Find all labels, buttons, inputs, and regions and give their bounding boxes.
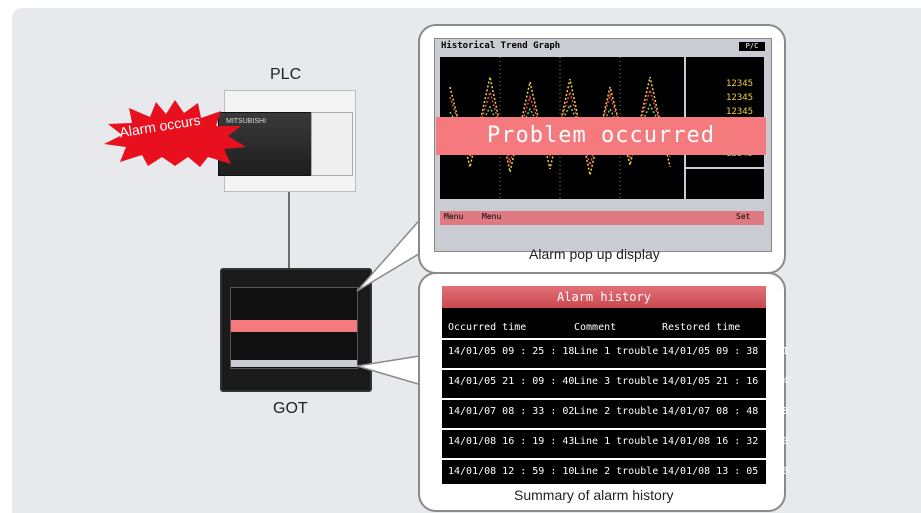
history-cell-comment: Line 3 trouble: [574, 376, 659, 387]
alarm-history-title: Alarm history: [442, 286, 766, 308]
trend-badge: P/C: [739, 42, 765, 51]
trend-title: Historical Trend Graph: [441, 41, 561, 51]
problem-popup: Problem occurred: [436, 117, 766, 155]
popup-caption: Alarm pop up display: [529, 246, 660, 262]
history-cell-comment: Line 1 trouble: [574, 346, 659, 357]
history-cell-occurred: 14/01/05 21 : 09 : 40: [448, 376, 575, 387]
plc-brand-logo: MITSUBISHI: [226, 118, 267, 125]
history-cell-occurred: 14/01/05 09 : 25 : 18: [448, 346, 575, 357]
trend-button-bar: Menu Menu Set: [440, 211, 764, 225]
plc-side-module: [311, 112, 353, 176]
trend-menu-button[interactable]: Menu: [482, 212, 502, 221]
history-header-comment: Comment: [574, 322, 617, 333]
alarm-burst-icon: [104, 100, 246, 167]
history-header-restored: Restored time: [662, 322, 741, 333]
plc-got-cable: [288, 190, 290, 268]
history-header-occurred: Occurred time: [448, 322, 527, 333]
trend-menu-button[interactable]: Menu: [444, 212, 464, 221]
trend-set-button[interactable]: Set: [736, 212, 751, 221]
got-screen-popup: [231, 320, 357, 332]
got-screen: [230, 287, 358, 369]
history-row-separator: [442, 368, 766, 370]
history-cell-comment: Line 1 trouble: [574, 436, 659, 447]
history-row-separator: [442, 398, 766, 400]
history-cell-occurred: 14/01/07 08 : 33 : 02: [448, 406, 575, 417]
trend-side-value: 12345: [726, 93, 754, 103]
history-cell-restored: 14/01/05 21 : 16 : 24: [662, 376, 789, 387]
history-cell-restored: 14/01/08 16 : 32 : 10: [662, 436, 789, 447]
history-row-separator: [442, 338, 766, 340]
history-cell-restored: 14/01/05 09 : 38 : 31: [662, 346, 789, 357]
got-label: GOT: [273, 400, 308, 417]
problem-popup-text: Problem occurred: [487, 123, 715, 148]
history-cell-restored: 14/01/07 08 : 48 : 28: [662, 406, 789, 417]
trend-side-value: 12345: [726, 79, 754, 89]
plc-label: PLC: [270, 66, 302, 83]
history-caption: Summary of alarm history: [514, 487, 674, 503]
history-cell-comment: Line 2 trouble: [574, 466, 659, 477]
alarm-history-screen: Alarm history Occurred time Comment Rest…: [442, 286, 788, 484]
history-row-separator: [442, 458, 766, 460]
history-cell-occurred: 14/01/08 12 : 59 : 10: [448, 466, 575, 477]
got-screen-statusbar: [231, 360, 357, 367]
history-cell-restored: 14/01/08 13 : 05 : 56: [662, 466, 789, 477]
history-cell-comment: Line 2 trouble: [574, 406, 659, 417]
trend-control-panel: [686, 169, 764, 199]
trend-side-value: 12345: [726, 107, 754, 117]
history-row-separator: [442, 428, 766, 430]
history-cell-occurred: 14/01/08 16 : 19 : 43: [448, 436, 575, 447]
